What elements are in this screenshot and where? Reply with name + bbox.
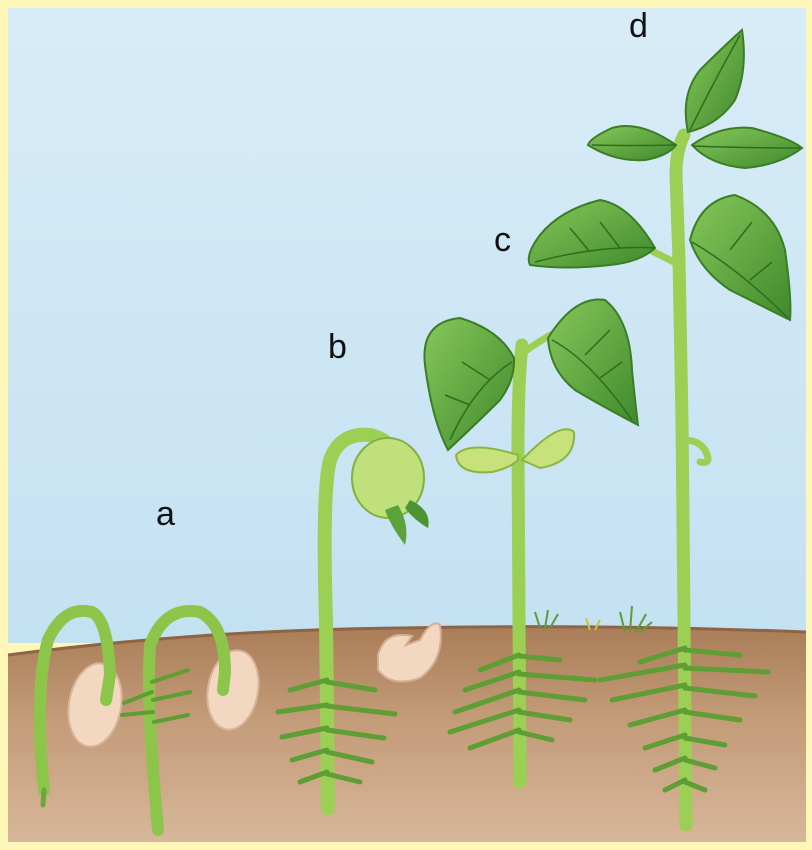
stem — [518, 345, 522, 782]
root — [43, 790, 44, 805]
stage-label-b: b — [328, 330, 347, 364]
stage-label-d: d — [629, 9, 648, 43]
stage-label-a: a — [156, 497, 175, 531]
stage-label-c: c — [494, 223, 511, 257]
leaf-vein — [592, 145, 676, 146]
